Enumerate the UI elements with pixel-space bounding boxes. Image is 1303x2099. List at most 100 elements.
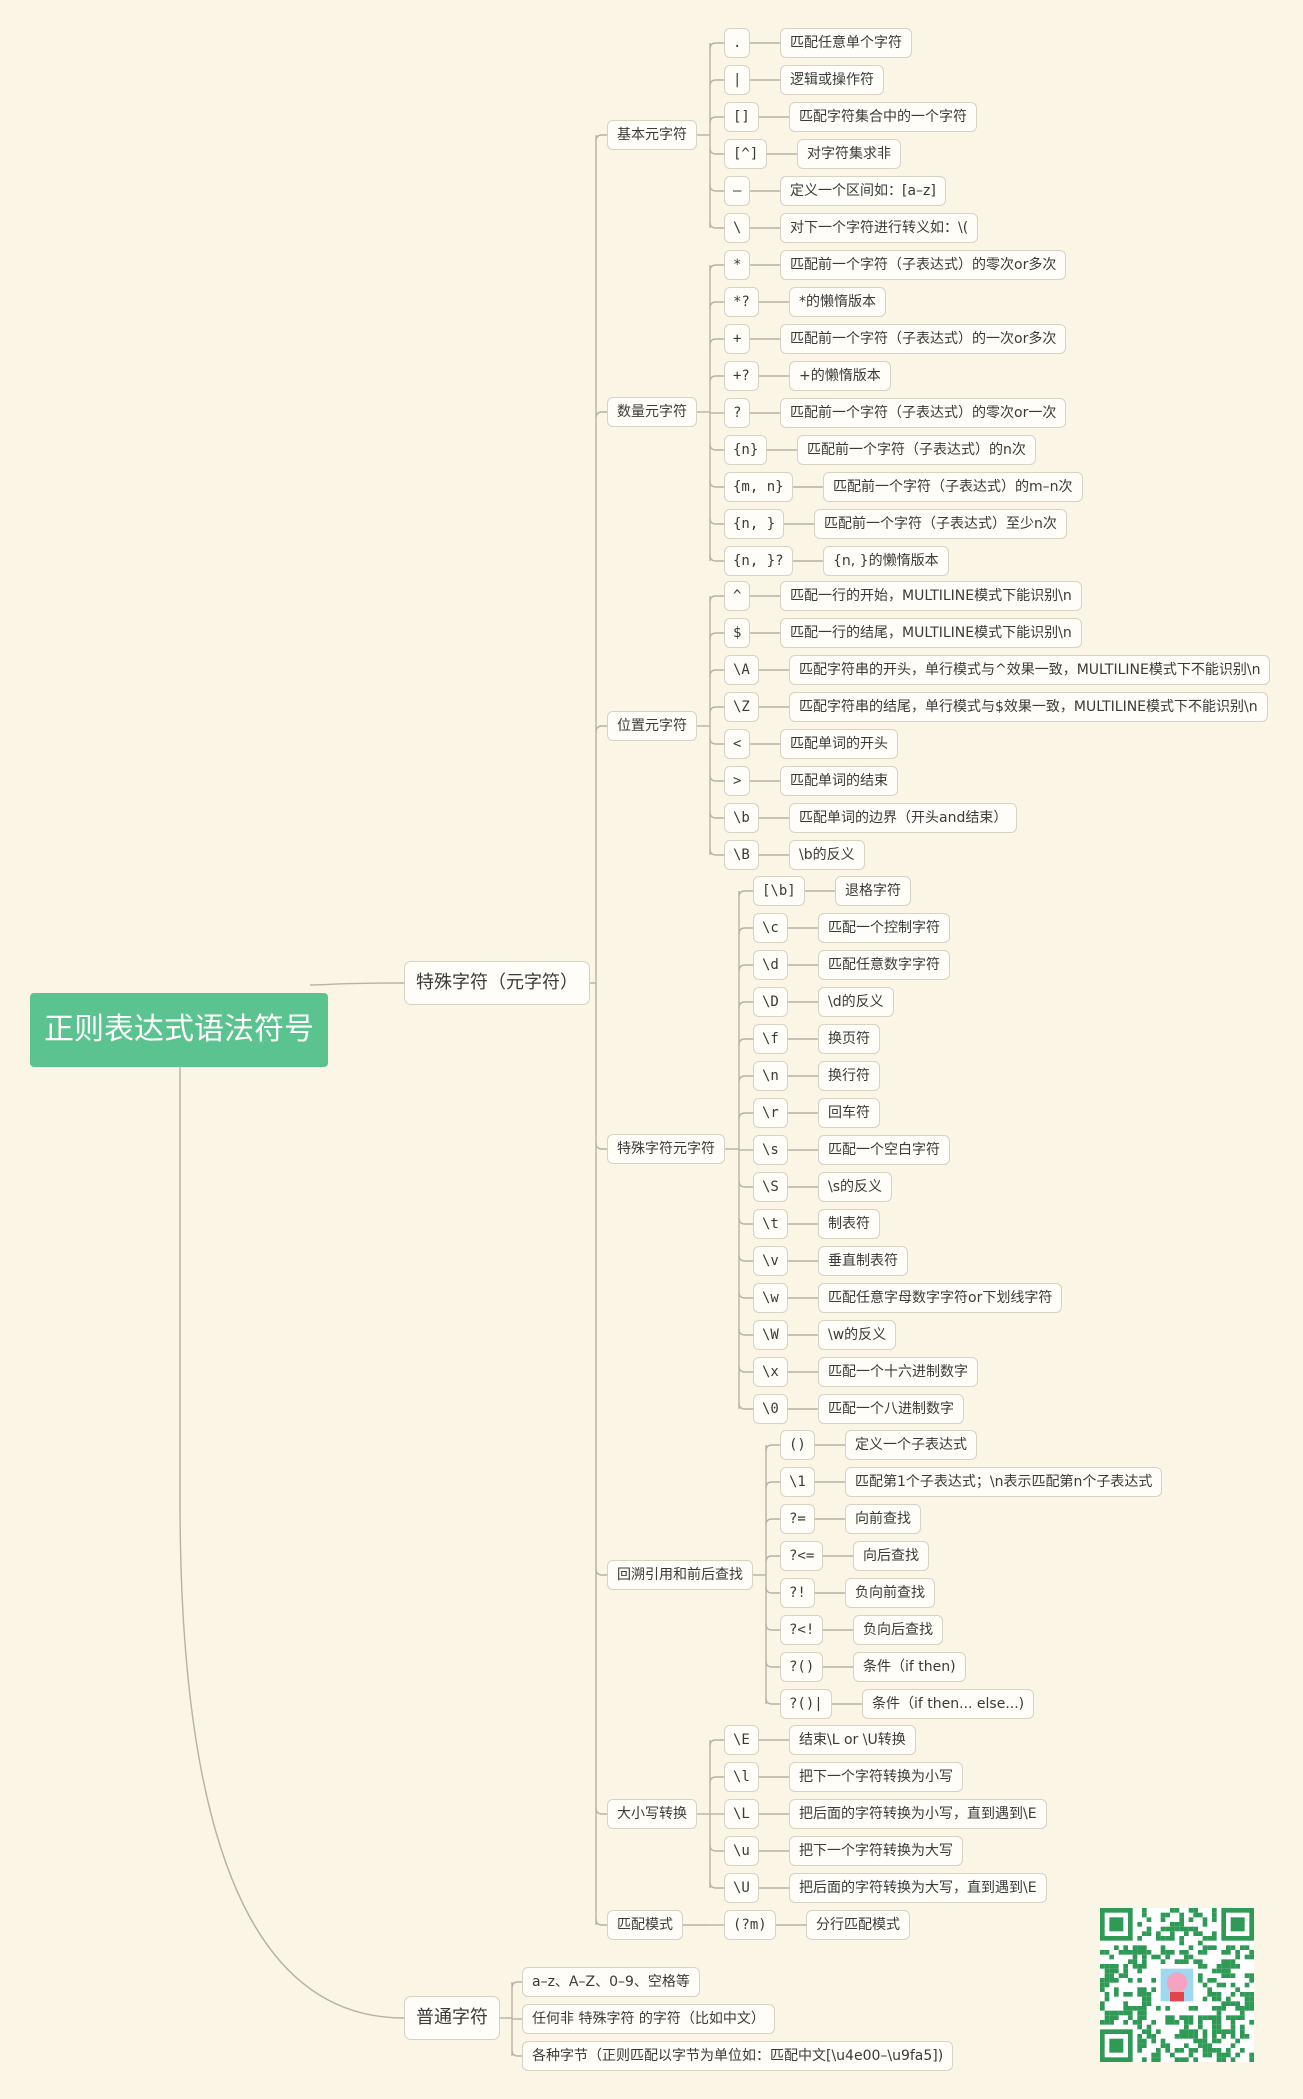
symbol-description: 匹配第1个子表达式；\n表示匹配第n个子表达式 xyxy=(845,1467,1163,1497)
symbol-description: \s的反义 xyxy=(818,1172,893,1202)
symbol-description: 匹配单词的开头 xyxy=(780,729,898,759)
symbol-description: 换页符 xyxy=(818,1024,880,1054)
regex-symbol: (?m) xyxy=(724,1910,776,1940)
regex-symbol: \f xyxy=(753,1024,788,1054)
regex-symbol: \v xyxy=(753,1246,788,1276)
symbol-description: *的懒惰版本 xyxy=(789,287,886,317)
symbol-description: 把下一个字符转换为小写 xyxy=(789,1762,963,1792)
symbol-description: 回车符 xyxy=(818,1098,880,1128)
regex-symbol: \U xyxy=(724,1873,759,1903)
symbol-description: 匹配前一个字符（子表达式）至少n次 xyxy=(814,509,1067,539)
regex-symbol: \D xyxy=(753,987,788,1017)
category-1: 基本元字符 xyxy=(607,120,697,150)
symbol-description: 条件（if then... else...) xyxy=(862,1689,1035,1719)
regex-symbol: ?() xyxy=(780,1652,824,1682)
symbol-description: \w的反义 xyxy=(818,1320,897,1350)
regex-symbol: \ xyxy=(724,213,751,243)
symbol-description: 匹配一个控制字符 xyxy=(818,913,950,943)
regex-symbol: \W xyxy=(753,1320,788,1350)
regex-symbol: [] xyxy=(724,102,759,132)
regex-symbol: \d xyxy=(753,950,788,980)
symbol-description: 把后面的字符转换为大写，直到遇到\E xyxy=(789,1873,1047,1903)
symbol-description: 匹配单词的边界（开头and结束） xyxy=(789,803,1018,833)
regex-symbol: ?! xyxy=(780,1578,815,1608)
symbol-description: 条件（if then) xyxy=(853,1652,966,1682)
regex-symbol: \x xyxy=(753,1357,788,1387)
symbol-description: 匹配前一个字符（子表达式）的零次or一次 xyxy=(780,398,1067,428)
symbol-description: 对下一个字符进行转义如：\( xyxy=(780,213,979,243)
symbol-description: 逻辑或操作符 xyxy=(780,65,884,95)
regex-symbol: [^] xyxy=(724,139,768,169)
ordinary-char-item: 任何非 特殊字符 的字符（比如中文） xyxy=(522,2004,775,2034)
regex-symbol: {m, n} xyxy=(724,472,793,502)
regex-symbol: \0 xyxy=(753,1394,788,1424)
symbol-description: 匹配任意数字字符 xyxy=(818,950,950,980)
regex-symbol: \1 xyxy=(780,1467,815,1497)
symbol-description: 匹配一个八进制数字 xyxy=(818,1394,964,1424)
branch-special-chars: 特殊字符（元字符） xyxy=(404,961,590,1005)
regex-symbol: ?<! xyxy=(780,1615,824,1645)
symbol-description: 定义一个区间如：[a–z] xyxy=(780,176,946,206)
regex-symbol: \r xyxy=(753,1098,788,1128)
regex-symbol: \L xyxy=(724,1799,759,1829)
category-5: 回溯引用和前后查找 xyxy=(607,1560,753,1590)
regex-symbol: \A xyxy=(724,655,759,685)
regex-symbol: ^ xyxy=(724,581,751,611)
symbol-description: 匹配任意单个字符 xyxy=(780,28,912,58)
symbol-description: 匹配前一个字符（子表达式）的零次or多次 xyxy=(780,250,1067,280)
regex-symbol: + xyxy=(724,324,751,354)
symbol-description: 匹配一个十六进制数字 xyxy=(818,1357,978,1387)
branch-ordinary-chars: 普通字符 xyxy=(404,1996,500,2040)
category-3: 位置元字符 xyxy=(607,711,697,741)
qr-code-icon xyxy=(1100,1908,1254,2062)
regex-symbol: \Z xyxy=(724,692,759,722)
regex-symbol: . xyxy=(724,28,751,58)
root-title: 正则表达式语法符号 xyxy=(30,993,328,1067)
regex-symbol: \S xyxy=(753,1172,788,1202)
symbol-description: +的懒惰版本 xyxy=(789,361,891,391)
regex-symbol: {n} xyxy=(724,435,768,465)
symbol-description: 匹配单词的结束 xyxy=(780,766,898,796)
regex-symbol: ? xyxy=(724,398,751,428)
symbol-description: 把下一个字符转换为大写 xyxy=(789,1836,963,1866)
regex-symbol: \u xyxy=(724,1836,759,1866)
regex-symbol: – xyxy=(724,176,751,206)
regex-symbol: > xyxy=(724,766,751,796)
symbol-description: 向前查找 xyxy=(845,1504,921,1534)
regex-symbol: () xyxy=(780,1430,815,1460)
symbol-description: 匹配字符串的开头，单行模式与^效果一致，MULTILINE模式下不能识别\n xyxy=(789,655,1271,685)
category-6: 大小写转换 xyxy=(607,1799,697,1829)
symbol-description: \d的反义 xyxy=(818,987,894,1017)
symbol-description: 匹配前一个字符（子表达式）的一次or多次 xyxy=(780,324,1067,354)
symbol-description: 匹配一行的结尾，MULTILINE模式下能识别\n xyxy=(780,618,1082,648)
symbol-description: 把后面的字符转换为小写，直到遇到\E xyxy=(789,1799,1047,1829)
regex-symbol: [\b] xyxy=(753,876,805,906)
regex-symbol: {n, }? xyxy=(724,546,793,576)
regex-symbol: ?()| xyxy=(780,1689,832,1719)
symbol-description: 制表符 xyxy=(818,1209,880,1239)
symbol-description: 向后查找 xyxy=(853,1541,929,1571)
symbol-description: 匹配前一个字符（子表达式）的m–n次 xyxy=(823,472,1083,502)
regex-symbol: \b xyxy=(724,803,759,833)
regex-symbol: \E xyxy=(724,1725,759,1755)
regex-symbol: ?= xyxy=(780,1504,815,1534)
regex-symbol: +? xyxy=(724,361,759,391)
symbol-description: {n, }的懒惰版本 xyxy=(823,546,949,576)
regex-symbol: $ xyxy=(724,618,751,648)
symbol-description: 匹配一行的开始，MULTILINE模式下能识别\n xyxy=(780,581,1082,611)
regex-symbol: \c xyxy=(753,913,788,943)
regex-symbol: | xyxy=(724,65,751,95)
symbol-description: 对字符集求非 xyxy=(797,139,901,169)
regex-symbol: \s xyxy=(753,1135,788,1165)
symbol-description: 退格字符 xyxy=(835,876,911,906)
symbol-description: 匹配一个空白字符 xyxy=(818,1135,950,1165)
regex-symbol: < xyxy=(724,729,751,759)
ordinary-char-item: 各种字节（正则匹配以字节为单位如：匹配中文[\u4e00–\u9fa5]) xyxy=(522,2041,954,2071)
symbol-description: 负向后查找 xyxy=(853,1615,943,1645)
symbol-description: 匹配前一个字符（子表达式）的n次 xyxy=(797,435,1036,465)
symbol-description: 结束\L or \U转换 xyxy=(789,1725,916,1755)
symbol-description: 定义一个子表达式 xyxy=(845,1430,977,1460)
symbol-description: 分行匹配模式 xyxy=(806,1910,910,1940)
